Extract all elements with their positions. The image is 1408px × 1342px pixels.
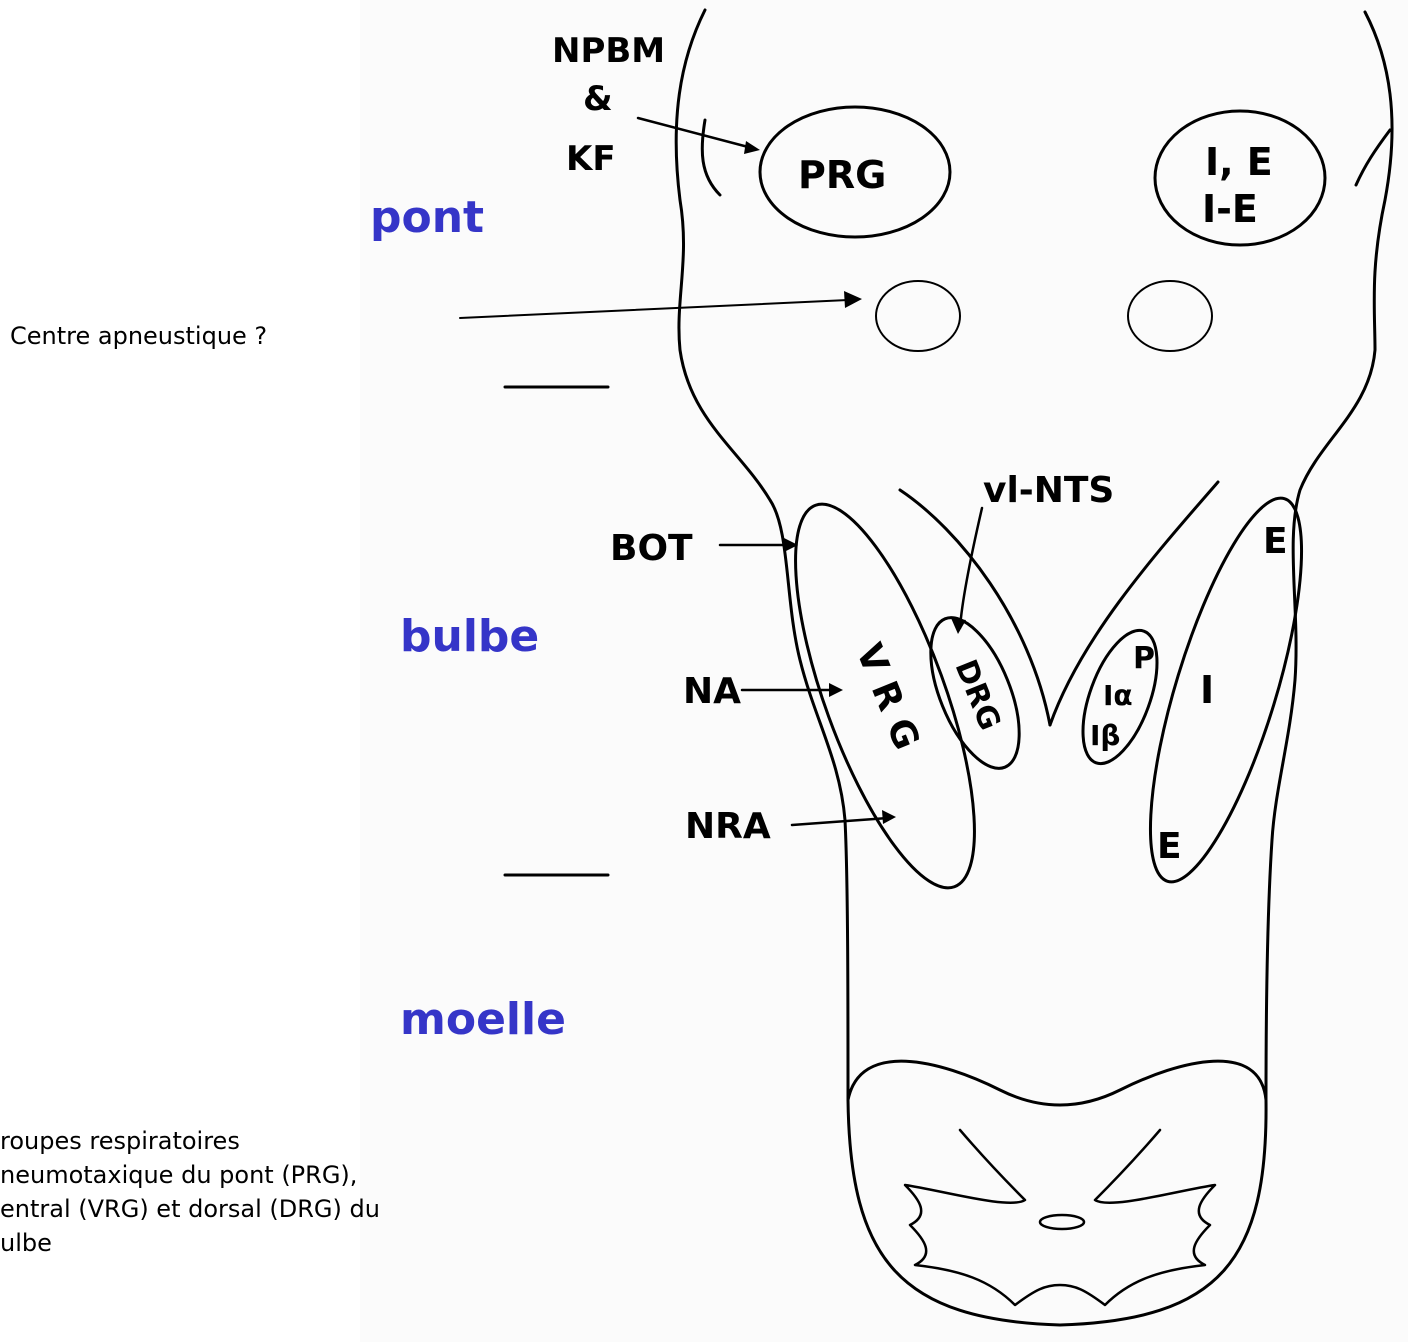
label-e-bottom: E [1157, 826, 1182, 867]
sulcus-curve-right [1050, 482, 1218, 725]
region-label-moelle: moelle [400, 998, 566, 1042]
region-label-bulbe: bulbe [400, 615, 539, 659]
label-ie-line1: I, E [1205, 140, 1273, 184]
label-nra: NRA [685, 806, 771, 847]
na-arrow-head [829, 683, 843, 697]
label-npbm: NPBM [552, 31, 665, 71]
npbm-arrow-head [744, 141, 760, 154]
label-p: P [1133, 641, 1155, 676]
label-ie-line2: I-E [1202, 187, 1258, 231]
label-e-top: E [1263, 521, 1288, 562]
outline-stroke-right [1356, 130, 1390, 185]
caption-line-3: entral (VRG) et dorsal (DRG) du [0, 1193, 380, 1225]
label-i-alpha: Iα [1103, 679, 1133, 712]
apneustic-ellipse-left [876, 281, 960, 351]
label-prg: PRG [798, 153, 886, 197]
caption-line-4: ulbe [0, 1227, 52, 1259]
region-label-pont: pont [370, 196, 484, 240]
nra-arrow-line [792, 818, 888, 825]
outline-stroke-left [702, 120, 720, 195]
eie-ellipse [1120, 484, 1333, 896]
caption-line-2: neumotaxique du pont (PRG), [0, 1159, 357, 1191]
apneustic-arrow-head [844, 291, 862, 308]
label-kf: KF [566, 139, 616, 179]
label-amp: & [583, 79, 613, 119]
apneustic-ellipse-right [1128, 281, 1212, 351]
label-i: I [1200, 668, 1214, 712]
label-vl-nts: vl-NTS [983, 470, 1114, 511]
label-na: NA [683, 671, 741, 712]
label-vrg: V R G [848, 638, 927, 756]
label-bot: BOT [610, 528, 693, 569]
grey-matter-outline [905, 1130, 1215, 1305]
label-i-beta: Iβ [1090, 719, 1120, 752]
caption-line-1: roupes respiratoires [0, 1125, 240, 1157]
npbm-arrow-line [638, 118, 752, 148]
central-canal [1040, 1215, 1084, 1229]
vlnts-pointer-head [951, 618, 966, 634]
apneustic-arrow-line [460, 300, 848, 318]
nra-arrow-head [882, 810, 896, 824]
apneustic-centre-annotation: Centre apneustique ? [10, 320, 267, 352]
